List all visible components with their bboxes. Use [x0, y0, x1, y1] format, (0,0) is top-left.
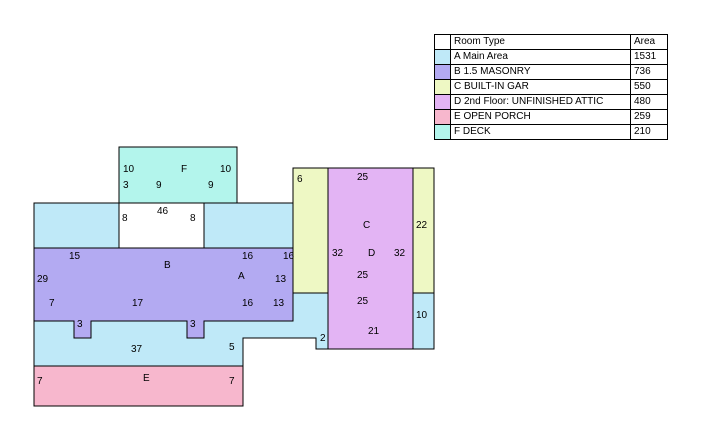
label-b: B	[164, 260, 171, 271]
legend-row: F DECK 210	[434, 124, 668, 140]
dim-label: 9	[208, 180, 214, 191]
dim-label: 10	[416, 310, 428, 321]
area-b-masonry	[33, 247, 294, 339]
legend-room-type: D 2nd Floor: UNFINISHED ATTIC	[450, 94, 631, 110]
dim-label: 29	[37, 274, 49, 285]
area-c-built-in-garage-left	[292, 167, 329, 294]
dim-label: 3	[190, 319, 196, 330]
legend-row: B 1.5 MASONRY 736	[434, 64, 668, 80]
area-d-unfinished-attic	[327, 167, 414, 350]
legend-swatch	[434, 124, 451, 140]
dim-label: 16	[242, 251, 254, 262]
dim-label: 32	[394, 248, 406, 259]
dim-label: 3	[123, 180, 129, 191]
area-f-deck	[118, 146, 238, 204]
dim-label: 7	[229, 376, 235, 387]
legend-row: A Main Area 1531	[434, 49, 668, 65]
legend-room-type: F DECK	[450, 124, 631, 140]
dim-label: 15	[69, 251, 81, 262]
dim-label: 8	[190, 213, 196, 224]
dim-label: 16	[242, 298, 254, 309]
dim-label: 7	[49, 298, 55, 309]
legend-header-area: Area	[630, 34, 668, 50]
label-d: D	[368, 248, 375, 259]
area-a-main-area-right	[412, 292, 435, 350]
dim-label: 22	[416, 220, 428, 231]
legend-row: D 2nd Floor: UNFINISHED ATTIC 480	[434, 94, 668, 110]
dim-label: 21	[368, 326, 380, 337]
legend-room-type: A Main Area	[450, 49, 631, 65]
dim-label: 17	[132, 298, 144, 309]
legend-area: 259	[630, 109, 668, 125]
dim-label: 10	[220, 164, 232, 175]
legend-area: 480	[630, 94, 668, 110]
dim-label: 25	[357, 172, 369, 183]
dim-label: 32	[332, 248, 344, 259]
area-e-open-porch	[33, 365, 244, 407]
room-type-legend: Room Type Area A Main Area 1531 B 1.5 MA…	[434, 34, 668, 140]
dim-label: 13	[273, 298, 285, 309]
legend-swatch	[434, 64, 451, 80]
dim-label: 10	[123, 164, 135, 175]
legend-area: 210	[630, 124, 668, 140]
legend-swatch	[434, 79, 451, 95]
legend-room-type: E OPEN PORCH	[450, 109, 631, 125]
dim-label: 16	[283, 251, 295, 262]
dim-label: 9	[156, 180, 162, 191]
legend-row: E OPEN PORCH 259	[434, 109, 668, 125]
legend-header-room-type: Room Type	[450, 34, 631, 50]
label-a: A	[238, 271, 245, 282]
legend-area: 1531	[630, 49, 668, 65]
dim-label: 7	[37, 376, 43, 387]
legend-swatch	[434, 94, 451, 110]
label-e: E	[143, 373, 150, 384]
dim-label: 8	[122, 213, 128, 224]
dim-label: 5	[229, 342, 235, 353]
dim-label: 46	[157, 206, 169, 217]
legend-area: 550	[630, 79, 668, 95]
label-f: F	[181, 164, 187, 175]
legend-room-type: C BUILT-IN GAR	[450, 79, 631, 95]
legend-swatch	[434, 49, 451, 65]
legend-row: C BUILT-IN GAR 550	[434, 79, 668, 95]
dim-label: 2	[320, 333, 326, 344]
legend-swatch	[434, 109, 451, 125]
dim-label: 3	[77, 319, 83, 330]
legend-area: 736	[630, 64, 668, 80]
legend-room-type: B 1.5 MASONRY	[450, 64, 631, 80]
dim-label: 37	[131, 344, 143, 355]
legend-header-row: Room Type Area	[434, 34, 668, 50]
dim-label: 25	[357, 296, 369, 307]
dim-label: 13	[275, 274, 287, 285]
label-c: C	[363, 220, 370, 231]
dim-label: 25	[357, 270, 369, 281]
legend-header-swatch	[434, 34, 451, 50]
dim-label: 6	[297, 174, 303, 185]
